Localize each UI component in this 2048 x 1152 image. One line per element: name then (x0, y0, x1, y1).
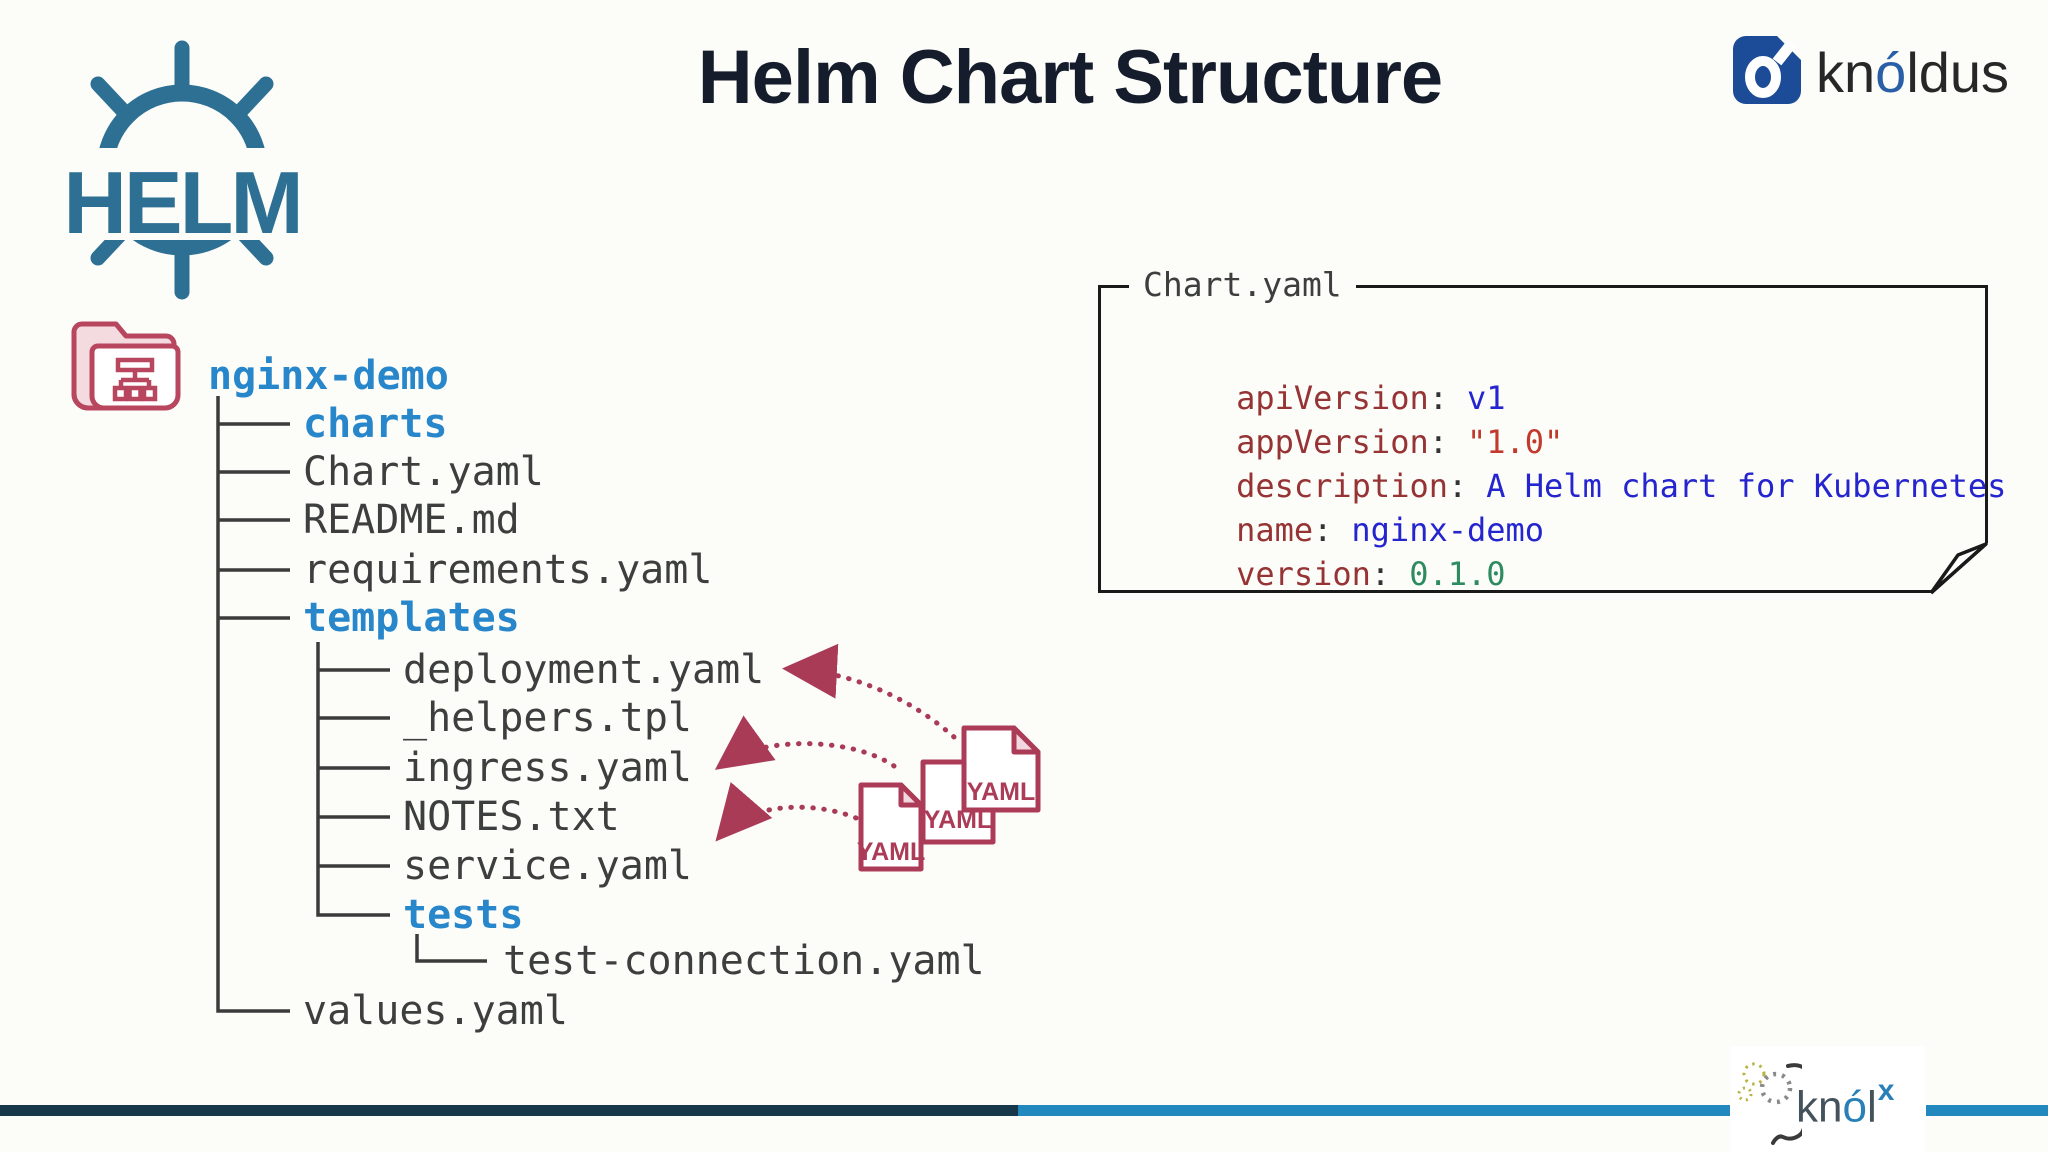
code-line-description: description: A Helm chart for Kubernetes (1159, 429, 2006, 543)
folder-curl (71, 363, 91, 411)
sitemap-icon (112, 357, 158, 402)
code-separator: : (1313, 511, 1333, 549)
tree-item-requirements: requirements.yaml (303, 547, 713, 593)
code-value: 0.1.0 (1409, 555, 1506, 593)
tree-item-values: values.yaml (303, 988, 568, 1034)
yaml-doc-front-label: YAML (967, 778, 1036, 806)
tree-item-tests: tests (403, 892, 524, 938)
yaml-doc-back-label: YAML (857, 838, 926, 866)
knolx-wordmark: knólx (1796, 1074, 1894, 1133)
knolx-word-suffix: l (1866, 1082, 1877, 1132)
tree-item-test-connection: test-connection.yaml (503, 938, 985, 984)
tree-item-service: service.yaml (403, 843, 692, 889)
tree-item-deployment: deployment.yaml (403, 647, 765, 693)
folder-front (89, 343, 181, 411)
helm-text-band (58, 148, 308, 240)
knoldus-word-prefix: kn (1816, 41, 1876, 104)
root-folder-icon (71, 321, 181, 411)
knoldus-o-glyph (1745, 56, 1781, 98)
tree-item-notes: NOTES.txt (403, 794, 620, 840)
code-value: v1 (1466, 379, 1506, 417)
code-line-version: version:0.1.0 (1159, 517, 1506, 631)
helm-logo-label: HELM (63, 153, 300, 252)
knoldus-word-suffix: ldus (1906, 41, 2010, 104)
code-line-apiversion: apiVersion: v1 (1159, 341, 1506, 455)
tree-item-templates: templates (303, 595, 520, 641)
footer-bar-dark (0, 1105, 1018, 1116)
yaml-doc-middle: YAML (920, 759, 996, 845)
yaml-doc-middle-label: YAML (924, 806, 993, 834)
knoldus-square (1733, 36, 1801, 104)
knolx-head-icon (1737, 1062, 1802, 1145)
code-separator: : (1428, 379, 1448, 417)
knoldus-logo-icon (1733, 36, 1801, 104)
code-key: apiVersion (1236, 379, 1429, 417)
yaml-doc-front: YAML (961, 725, 1041, 813)
knoldus-word-accent: ó (1875, 41, 1907, 104)
page-title: Helm Chart Structure (697, 35, 1443, 120)
code-key: version (1236, 555, 1371, 593)
helm-wheel (58, 40, 306, 300)
knoldus-logo-wordmark: knóldus (1816, 40, 2009, 105)
code-line-appversion: appVersion: "1.0" (1159, 385, 1563, 499)
code-key: appVersion (1236, 423, 1429, 461)
tree-item-helpers: _helpers.tpl (403, 695, 692, 741)
tree-item-readme: README.md (303, 497, 520, 543)
chart-yaml-box: Chart.yaml apiVersion: v1 appVersion: "1.0… (1098, 265, 2006, 593)
code-separator: : (1370, 555, 1391, 593)
knolx-word-accent: ó (1842, 1082, 1867, 1132)
yaml-doc-back: YAML (857, 782, 926, 872)
code-key: description (1236, 467, 1448, 505)
arrow-to-ingress (714, 715, 897, 770)
folder-back (71, 321, 177, 411)
tree-item-ingress: ingress.yaml (403, 745, 692, 791)
tree-item-chart-yaml: Chart.yaml (303, 449, 544, 495)
code-separator: : (1428, 423, 1448, 461)
knolx-word-prefix: kn (1796, 1082, 1843, 1132)
footer-bar-light (1018, 1105, 2048, 1116)
knolx-word-superscript: x (1877, 1074, 1895, 1107)
code-line-name: name: nginx-demo (1159, 473, 1544, 587)
code-separator: : (1447, 467, 1468, 505)
knolx-logo-card: knólx (1730, 1046, 1926, 1152)
knoldus-accent (1772, 39, 1797, 66)
code-key: name (1236, 511, 1314, 549)
code-value: nginx-demo (1351, 511, 1545, 549)
yaml-files-illustration: YAML YAML YAML (857, 725, 1041, 872)
helm-logo: HELM (58, 40, 308, 300)
chart-yaml-box-legend: Chart.yaml (1129, 265, 1356, 304)
arrow-to-deployment (782, 643, 957, 740)
arrow-to-service (715, 781, 859, 842)
tree-item-charts: charts (303, 401, 448, 447)
tree-root: nginx-demo (208, 353, 449, 399)
code-value: "1.0" (1466, 423, 1564, 461)
code-value: A Helm chart for Kubernetes (1486, 467, 2007, 505)
